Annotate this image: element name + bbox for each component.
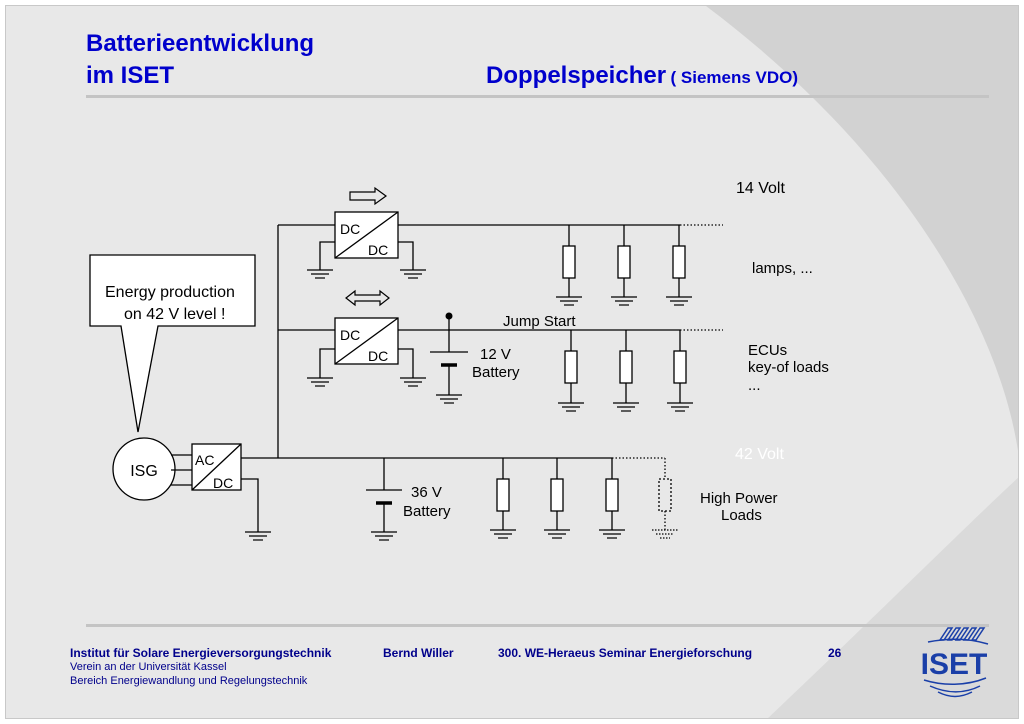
unidirectional-arrow-icon (349, 186, 388, 206)
battery12-label-line2: Battery (472, 364, 520, 381)
dcdc-upper-label-bottom: DC (368, 242, 388, 258)
bidirectional-arrow-icon (345, 289, 390, 307)
iset-logo: ISET (921, 627, 989, 698)
footer-line2: Verein an der Universität Kassel (70, 661, 227, 673)
footer-rule (86, 624, 989, 627)
battery36-label-line2: Battery (403, 503, 451, 520)
footer-line3: Bereich Energiewandlung und Regelungstec… (70, 675, 308, 687)
high-power-label-line1: High Power (700, 490, 778, 507)
ecus-label-line3: ... (748, 377, 761, 394)
high-power-label-line2: Loads (721, 507, 762, 524)
slide (5, 5, 1019, 719)
footer-seminar: 300. WE-Heraeus Seminar Energieforschung (498, 646, 753, 660)
ecus-label-line1: ECUs (748, 342, 787, 359)
title-line2: im ISET (86, 62, 175, 89)
acdc-label-ac: AC (195, 452, 214, 468)
callout-text-line2: on 42 V level ! (124, 306, 225, 323)
footer-page-number: 26 (828, 646, 842, 660)
footer-author: Bernd Willer (383, 646, 454, 660)
iset-logo-text: ISET (921, 648, 988, 681)
callout-text-line1: Energy production (105, 284, 235, 301)
header-rule (86, 95, 989, 98)
battery36-label-line1: 36 V (411, 484, 442, 501)
background-swoosh (706, 6, 1018, 718)
callout-balloon (89, 254, 256, 433)
bus-42v-label: 42 Volt (735, 446, 784, 463)
isg-machine (112, 437, 176, 501)
lamps-label: lamps, ... (752, 260, 813, 277)
acdc-label-dc: DC (213, 475, 233, 491)
title-line1: Batterieentwicklung (86, 30, 315, 57)
bus-14v-label: 14 Volt (736, 180, 785, 197)
isg-label: ISG (130, 463, 158, 480)
dcdc-lower-label-top: DC (340, 327, 360, 343)
title-right-main: Doppelspeicher (486, 62, 667, 89)
jump-start-terminal (445, 312, 453, 320)
footer-institute: Institut für Solare Energieversorgungste… (70, 646, 332, 660)
dcdc-lower-label-bottom: DC (368, 348, 388, 364)
title-right: Doppelspeicher ( Siemens VDO) (486, 62, 798, 90)
ecus-label-line2: key-of loads (748, 359, 829, 376)
title-right-sub: ( Siemens VDO) (670, 68, 799, 87)
jump-start-label: Jump Start (503, 313, 576, 330)
dcdc-upper-label-top: DC (340, 221, 360, 237)
battery12-label-line1: 12 V (480, 346, 511, 363)
